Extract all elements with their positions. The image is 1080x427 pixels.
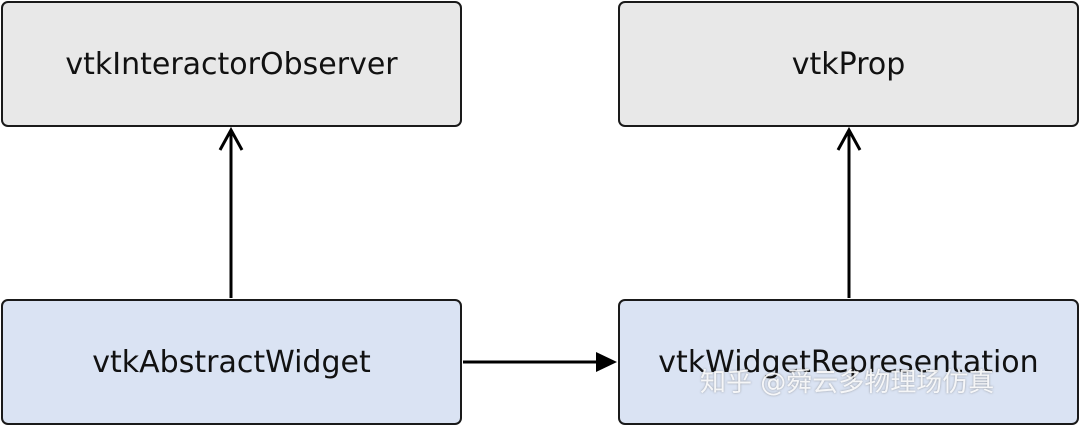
class-label: vtkWidgetRepresentation — [658, 344, 1039, 380]
class-box-vtkprop: vtkProp — [618, 1, 1079, 127]
class-label: vtkInteractorObserver — [65, 46, 398, 82]
class-box-vtkinteractorobserver: vtkInteractorObserver — [1, 1, 462, 127]
class-label: vtkProp — [791, 46, 906, 82]
class-label: vtkAbstractWidget — [92, 344, 371, 380]
class-box-vtkabstractwidget: vtkAbstractWidget — [1, 299, 462, 425]
watermark-text: 知乎 @舜云多物理场仿真 — [700, 368, 995, 398]
class-box-vtkwidgetrepresentation: vtkWidgetRepresentation — [618, 299, 1079, 425]
filled-arrowhead-icon — [596, 352, 617, 372]
arrow-representation-to-prop — [836, 126, 862, 298]
arrow-widget-to-representation — [463, 352, 617, 372]
arrow-widget-to-observer — [218, 126, 244, 298]
open-arrowhead-icon — [836, 126, 862, 151]
open-arrowhead-icon — [218, 126, 244, 151]
